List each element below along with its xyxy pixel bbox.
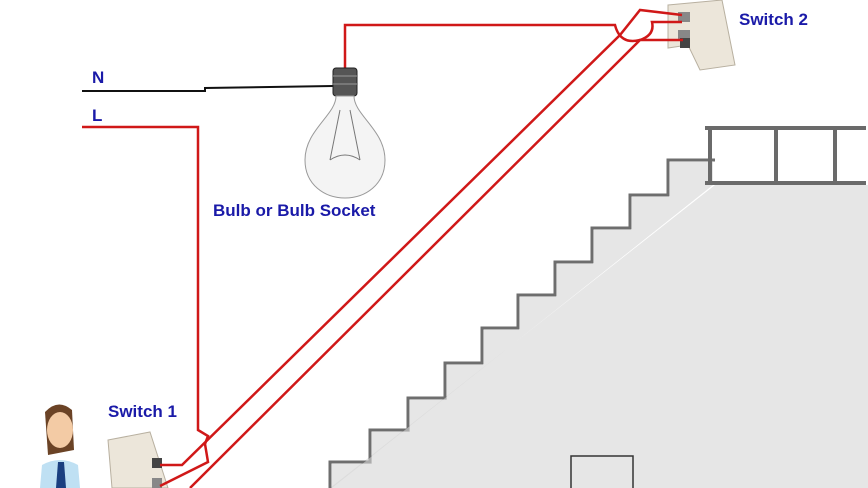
bulb-label: Bulb or Bulb Socket [213,201,376,220]
person-icon [40,404,80,488]
switch-2-device [667,0,736,71]
live-wires [82,8,683,488]
neutral-label: N [92,68,105,87]
switch-2-label: Switch 2 [739,10,808,29]
stair-wall [330,185,868,488]
bulb-icon [304,67,386,199]
railing [705,126,866,185]
door-frame [570,455,634,488]
live-label: L [92,106,103,125]
stair-face [332,162,713,488]
staircase [328,158,715,488]
switch-1-label: Switch 1 [108,402,177,421]
neutral-wire [82,85,334,92]
switch-1-device [107,431,169,488]
